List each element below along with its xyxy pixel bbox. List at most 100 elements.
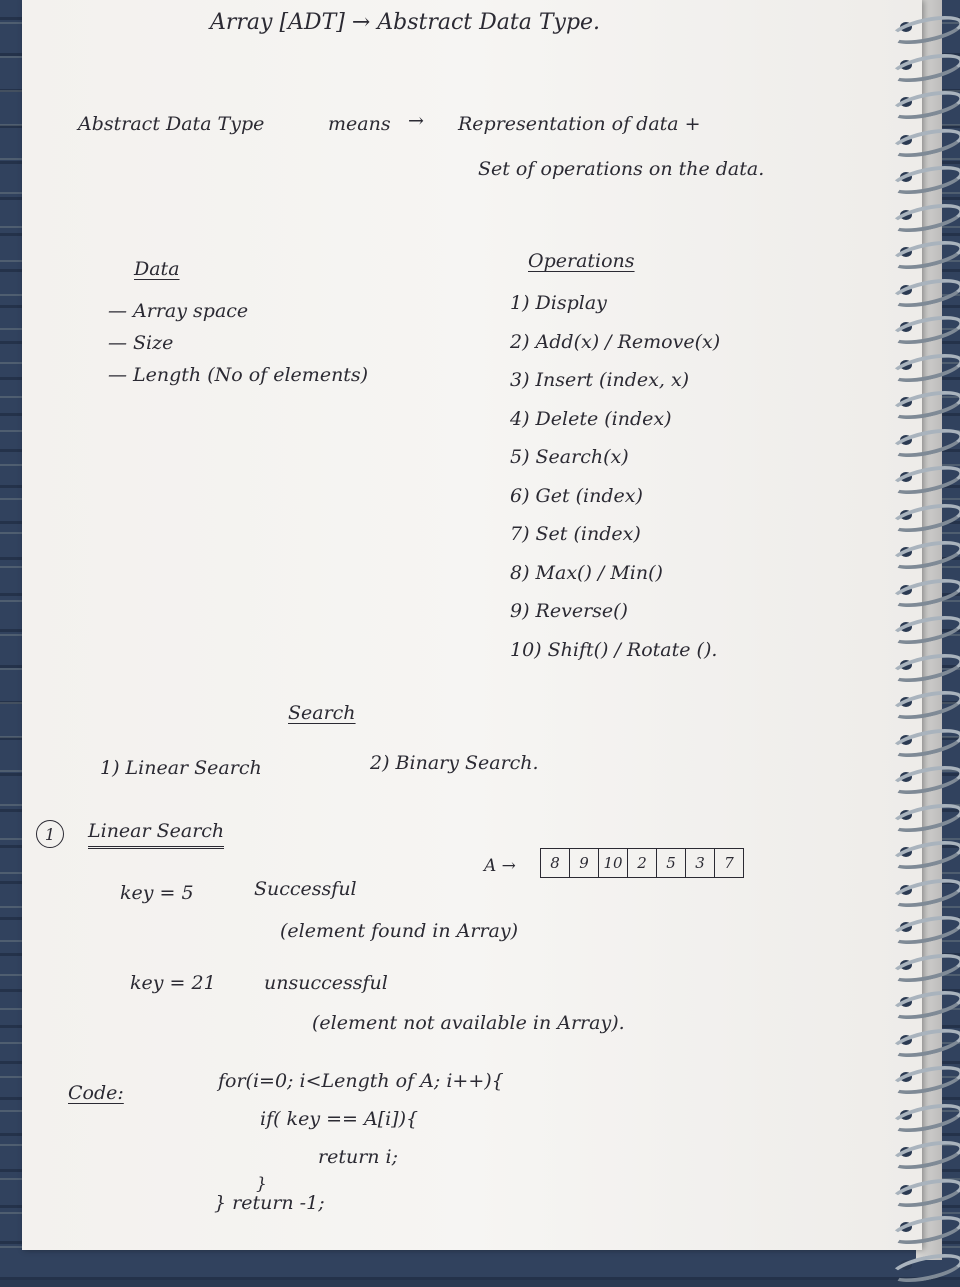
definition-means: means	[328, 113, 391, 135]
operation-item: 9) Reverse()	[510, 600, 628, 622]
spiral-ring	[888, 835, 960, 875]
spiral-ring	[888, 535, 960, 575]
notebook-page: Array [ADT] → Abstract Data Type. Abstra…	[22, 0, 922, 1250]
page-title: Array [ADT] → Abstract Data Type.	[210, 10, 601, 35]
spiral-ring	[888, 160, 960, 200]
binding-hole	[900, 922, 912, 932]
binding-hole	[900, 97, 912, 107]
binding-hole	[900, 1147, 912, 1157]
spiral-ring	[888, 685, 960, 725]
spiral-ring	[888, 1173, 960, 1212]
array-cell: 2	[628, 849, 657, 877]
code-line: return i;	[318, 1146, 399, 1168]
search-type-linear: 1) Linear Search	[100, 757, 262, 779]
operation-item: 2) Add(x) / Remove(x)	[510, 330, 721, 353]
spiral-ring	[888, 1060, 960, 1100]
spiral-ring	[888, 385, 960, 425]
case2-note: (element not available in Array).	[312, 1012, 625, 1034]
binding-hole	[900, 397, 912, 407]
data-list: — Array space — Size — Length (No of ele…	[108, 300, 368, 396]
binding-hole	[900, 509, 912, 520]
binding-hole	[900, 247, 912, 257]
array-cell: 8	[541, 849, 570, 877]
spiral-ring	[888, 498, 960, 537]
binding-hole	[900, 134, 912, 145]
spiral-ring	[888, 723, 960, 762]
operation-item: 3) Insert (index, x)	[510, 369, 690, 391]
section-number-circle: 1	[36, 820, 64, 848]
spiral-ring	[888, 235, 960, 275]
binding-hole	[900, 472, 912, 482]
binding-hole	[900, 959, 912, 970]
operations-list: 1) Display 2) Add(x) / Remove(x) 3) Inse…	[510, 292, 720, 677]
binding-hole	[900, 697, 912, 707]
code-line: if( key == A[i]){	[260, 1108, 419, 1130]
array-cell: 10	[599, 849, 628, 877]
operation-item: 4) Delete (index)	[510, 407, 672, 430]
case1-note: (element found in Array)	[280, 920, 519, 942]
operation-item: 8) Max() / Min()	[510, 561, 663, 584]
spiral-ring	[888, 1023, 960, 1062]
search-heading: Search	[288, 702, 356, 724]
spiral-ring	[888, 1248, 960, 1287]
code-line: } return -1;	[214, 1192, 325, 1214]
binding-hole	[900, 584, 912, 595]
spiral-ring	[888, 10, 960, 50]
operation-item: 1) Display	[510, 292, 607, 314]
binding-hole	[900, 172, 912, 182]
binding-hole	[900, 22, 912, 32]
array-cell: 5	[657, 849, 686, 877]
array-cell: 9	[570, 849, 599, 877]
code-label: Code:	[68, 1082, 124, 1104]
spiral-ring	[888, 760, 960, 800]
spiral-ring	[888, 798, 960, 837]
spiral-ring	[888, 85, 960, 125]
spiral-ring	[888, 423, 960, 462]
binding-hole	[900, 359, 912, 370]
operation-item: 10) Shift() / Rotate ().	[510, 638, 718, 661]
data-item: — Length (No of elements)	[108, 364, 369, 386]
binding-hole	[900, 1034, 912, 1045]
array-diagram: 8 9 10 2 5 3 7	[540, 848, 744, 878]
binding-hole	[900, 1184, 912, 1195]
spiral-ring	[888, 873, 960, 912]
binding-hole	[900, 322, 912, 332]
binding-hole	[900, 1222, 912, 1232]
binding-hole	[900, 1259, 912, 1270]
operation-item: 5) Search(x)	[510, 446, 629, 468]
spiral-ring	[888, 648, 960, 687]
linear-search-heading: Linear Search	[88, 820, 225, 849]
spiral-ring	[888, 948, 960, 987]
binding-hole	[900, 734, 912, 745]
definition-arrow: →	[408, 110, 424, 132]
definition-term: Abstract Data Type	[78, 113, 265, 135]
case1-result: Successful	[254, 878, 357, 900]
spiral-ring	[888, 48, 960, 87]
array-cell: 7	[724, 854, 734, 872]
data-item: — Size	[108, 332, 174, 354]
binding-hole	[900, 1109, 912, 1120]
case2-result: unsuccessful	[264, 972, 388, 994]
binding-hole	[900, 997, 912, 1007]
binding-hole	[900, 884, 912, 895]
search-type-binary: 2) Binary Search.	[370, 752, 539, 774]
binding-hole	[900, 659, 912, 670]
binding-hole	[900, 622, 912, 632]
spiral-ring	[888, 460, 960, 500]
data-item: — Array space	[108, 300, 249, 322]
definition-line-2: Set of operations on the data.	[478, 158, 765, 180]
spiral-ring	[888, 310, 960, 350]
binding-hole	[900, 434, 912, 445]
binding-hole	[900, 284, 912, 295]
definition-line-1: Representation of data +	[458, 113, 701, 135]
binding-hole	[900, 1072, 912, 1082]
binding-hole	[900, 209, 912, 220]
binding-hole	[900, 772, 912, 782]
spiral-ring	[888, 1210, 960, 1250]
spiral-ring	[888, 1135, 960, 1175]
operations-heading: Operations	[528, 250, 635, 272]
code-line: }	[256, 1174, 267, 1194]
code-line: for(i=0; i<Length of A; i++){	[218, 1070, 504, 1092]
spiral-ring	[888, 985, 960, 1025]
spiral-ring	[888, 573, 960, 612]
